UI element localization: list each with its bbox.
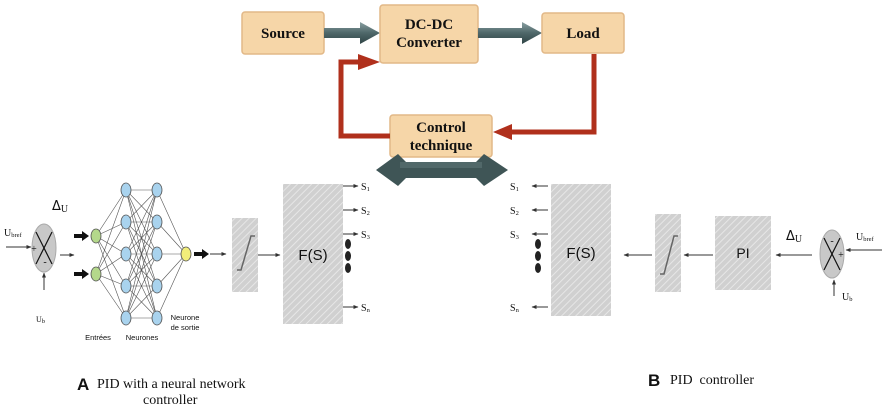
caption-b: B PID controller: [648, 371, 754, 390]
arrow-source-to-converter: [324, 22, 380, 44]
right-delta-label: ΔU: [786, 229, 803, 245]
caption-a: A PID with a neural network controller: [77, 375, 246, 407]
ellipsis-dot: [345, 239, 351, 249]
right-feedback-label: Ub: [842, 292, 852, 303]
nn-input-neuron: [90, 266, 102, 282]
nn-hidden-neuron: [151, 246, 163, 262]
source-label: Source: [261, 26, 305, 42]
left-saturation-block: [232, 218, 258, 292]
nn-neurons-label: Neurones: [126, 333, 159, 342]
connector-shape: [376, 154, 508, 186]
left-summing-junction: + -: [31, 223, 57, 273]
nn-hidden-neuron: [151, 278, 163, 294]
load-block: Load: [541, 12, 625, 54]
left-diagram: + - Ubref ΔU Ub Entrées Neurones Neurone…: [4, 182, 371, 342]
caption-a-letter: A: [77, 375, 89, 394]
ellipsis-dot: [535, 239, 541, 249]
right-fs-label: F(S): [566, 245, 595, 262]
nn-connections: [95, 189, 187, 319]
right-output-label: Sn: [510, 303, 520, 314]
nn-hidden-neuron: [120, 214, 132, 230]
converter-block: DC-DC Converter: [379, 4, 479, 64]
load-label: Load: [566, 26, 600, 42]
caption-a-line1: PID with a neural network: [97, 377, 246, 392]
right-minus-sign: -: [830, 236, 833, 247]
arrow-control-to-converter: [338, 59, 390, 139]
caption-b-letter: B: [648, 371, 660, 390]
converter-label-line1: DC-DC: [405, 17, 453, 33]
nn-hidden-neuron: [151, 182, 163, 198]
left-minus-sign: -: [43, 257, 46, 268]
right-saturation-block: [655, 214, 681, 292]
left-output-label: Sn: [361, 303, 371, 314]
converter-label-line2: Converter: [396, 35, 462, 51]
ellipsis-dot: [535, 263, 541, 273]
left-output-label: S3: [361, 230, 370, 241]
nn-hidden-neuron: [120, 246, 132, 262]
left-fs-label: F(S): [298, 247, 327, 264]
left-fs-block: F(S): [283, 184, 343, 324]
left-output-label: S1: [361, 182, 370, 193]
control-label-line1: Control: [416, 120, 466, 136]
right-output-label: S3: [510, 230, 519, 241]
right-summing-junction: - +: [819, 229, 845, 279]
ellipsis-dot: [345, 263, 351, 273]
neural-network: [74, 182, 227, 326]
arrow-converter-to-load: [478, 22, 542, 44]
caption-a-line2: controller: [143, 393, 198, 407]
nn-hidden-neuron: [151, 214, 163, 230]
nn-hidden-neuron: [120, 182, 132, 198]
nn-output-arrow: [194, 249, 209, 259]
ellipsis-dot: [345, 251, 351, 261]
left-reference-label: Ubref: [4, 228, 23, 239]
nn-output-label-line2: de sortie: [171, 323, 200, 332]
pi-block: PI: [715, 216, 771, 290]
nn-inputs-label: Entrées: [85, 333, 111, 342]
nn-input-arrow: [74, 231, 89, 241]
nn-output-label-line1: Neurone: [171, 313, 200, 322]
left-feedback-label: Ub: [36, 315, 45, 325]
arrow-load-to-control: [510, 54, 597, 135]
left-plus-sign: +: [31, 244, 37, 255]
top-loop: Source DC-DC Converter Load Control tech…: [241, 4, 625, 186]
control-label-line2: technique: [410, 138, 473, 154]
nn-hidden-neuron: [120, 278, 132, 294]
control-block: Control technique: [389, 114, 493, 158]
left-output-label: S2: [361, 206, 370, 217]
right-output-label: S1: [510, 182, 519, 193]
nn-output-neuron: [180, 246, 192, 262]
right-output-label: S2: [510, 206, 519, 217]
right-fs-block: F(S): [551, 184, 611, 316]
nn-input-neuron: [90, 228, 102, 244]
right-reference-label: Ubref: [856, 232, 875, 243]
source-block: Source: [241, 11, 325, 55]
pi-label: PI: [736, 245, 749, 261]
ellipsis-dot: [535, 251, 541, 261]
nn-input-arrow: [74, 269, 89, 279]
right-plus-sign: +: [838, 250, 844, 261]
nn-hidden-neuron: [120, 310, 132, 326]
nn-hidden-neuron: [151, 310, 163, 326]
left-delta-label: ΔU: [52, 199, 69, 215]
caption-b-text: PID controller: [670, 373, 754, 388]
